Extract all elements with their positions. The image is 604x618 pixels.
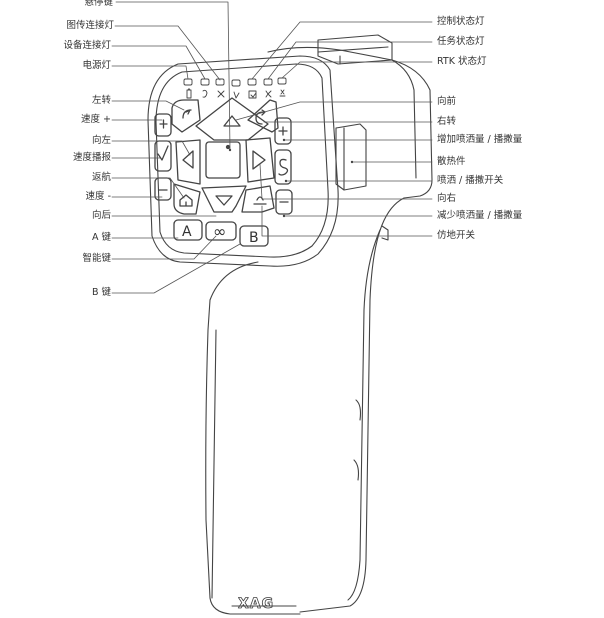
turn-left-icon	[182, 109, 192, 119]
label-spray-toggle: 喷洒 / 播撒开关	[437, 175, 504, 186]
label-speed-up: 速度 +	[81, 114, 111, 125]
smart-key-label: ∞	[213, 222, 226, 241]
label-b-key: B 键	[91, 287, 111, 298]
label-turn-left: 左转	[91, 95, 111, 106]
battery-icon	[186, 88, 192, 99]
back-arrow-icon	[215, 195, 233, 206]
fan-icon	[217, 90, 225, 98]
plus-icon	[159, 119, 168, 129]
control-status-led	[247, 78, 257, 86]
spray-toggle-icon	[278, 158, 289, 176]
left-arrow-icon	[182, 150, 194, 169]
device-icon	[202, 89, 208, 98]
callout-lines-left	[111, 1, 241, 294]
check-icon	[248, 90, 257, 99]
label-spray-decrease: 减少喷洒量 / 播撒量	[437, 210, 523, 221]
b-key-label: B	[249, 230, 259, 246]
callout-lines-right	[235, 21, 433, 237]
home-icon	[179, 194, 193, 207]
brand-logo: XAG	[238, 596, 274, 612]
right-key	[245, 137, 275, 183]
forward-key	[195, 97, 269, 141]
forward-arrow-icon	[223, 115, 241, 127]
speed-up-key	[154, 113, 172, 137]
video-link-led	[215, 78, 225, 86]
label-left: 向左	[91, 135, 111, 146]
return-home-key	[173, 183, 201, 215]
label-power-led: 电源灯	[82, 60, 111, 71]
label-spray-increase: 增加喷洒量 / 播撒量	[437, 134, 523, 145]
turn-right-key	[247, 99, 279, 133]
a-key-label: A	[182, 224, 192, 240]
rtk-status-led	[277, 77, 287, 85]
label-task-status-led: 任务状态灯	[437, 36, 485, 47]
status-led-row	[183, 77, 287, 99]
drone-icon	[265, 90, 272, 98]
hand-icon	[233, 91, 240, 99]
label-hover-key: 悬停键	[84, 0, 113, 8]
label-speed-down: 速度 -	[85, 191, 111, 202]
a-key[interactable]	[173, 219, 203, 241]
turn-left-key	[171, 99, 201, 133]
smart-key[interactable]	[205, 221, 237, 241]
device-link-led	[200, 78, 210, 86]
hover-led	[231, 79, 241, 87]
right-arrow-icon	[252, 150, 266, 170]
label-forward: 向前	[437, 96, 457, 107]
label-turn-right: 右转	[437, 116, 457, 127]
label-video-link-led: 图传连接灯	[66, 20, 114, 31]
back-key	[201, 185, 247, 213]
label-heat-sink: 散热件	[437, 156, 466, 167]
label-back: 向后	[91, 210, 111, 221]
spray-toggle-key	[274, 149, 292, 185]
task-status-led	[263, 78, 273, 86]
terrain-follow-key	[241, 185, 275, 213]
power-led	[183, 78, 193, 86]
label-terrain-follow: 仿地开关	[437, 230, 476, 241]
spray-increase-key	[274, 117, 292, 145]
left-key	[175, 139, 201, 185]
label-smart-key: 智能键	[82, 253, 111, 264]
label-speed-report: 速度播报	[72, 152, 111, 163]
label-right: 向右	[437, 193, 457, 204]
callout-dots	[228, 138, 354, 218]
label-a-key: A 键	[91, 232, 111, 243]
label-control-status-led: 控制状态灯	[437, 16, 485, 27]
terrain-icon	[253, 196, 267, 205]
hover-key[interactable]	[205, 141, 241, 179]
spray-plus-icon	[278, 126, 288, 136]
label-device-link-led: 设备连接灯	[63, 40, 111, 51]
spray-decrease-key	[275, 189, 293, 215]
label-rtk-status-led: RTK 状态灯	[437, 56, 487, 67]
label-return-home: 返航	[91, 172, 111, 183]
controller-body	[205, 34, 433, 615]
speed-report-icon	[157, 145, 169, 161]
heat-sink	[335, 123, 367, 191]
